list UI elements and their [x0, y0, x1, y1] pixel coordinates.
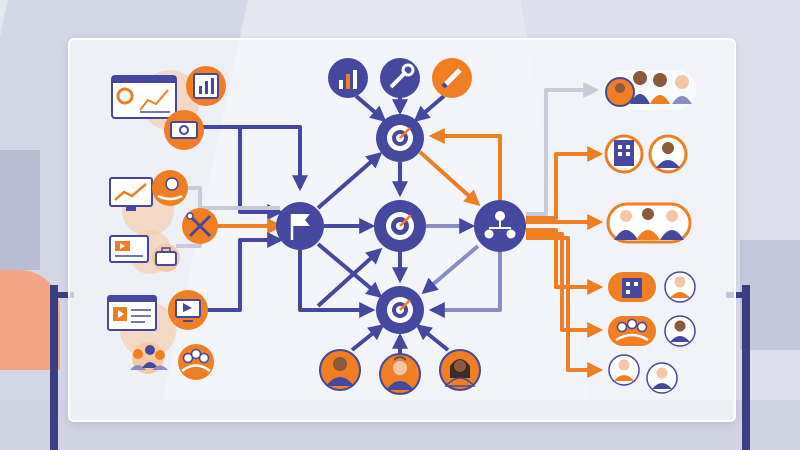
- bar-chart-icon: [186, 66, 226, 106]
- tools-icon: [182, 208, 218, 244]
- connector: [354, 94, 387, 123]
- monitor-icon: [168, 290, 208, 330]
- board-crossbar-right: [726, 292, 750, 298]
- connector: [526, 82, 600, 216]
- network-icon: [474, 200, 526, 252]
- connector: [428, 252, 502, 318]
- connector: [200, 125, 308, 192]
- person-icon: [319, 349, 361, 391]
- web-page-icon: [107, 295, 176, 358]
- connector: [413, 94, 446, 123]
- wrench-icon: [380, 58, 420, 98]
- board-leg-right: [742, 285, 750, 450]
- money-hand-icon: [152, 170, 188, 206]
- target-icon: [376, 114, 424, 162]
- background-desk: [740, 240, 800, 350]
- person-icon: [646, 362, 678, 394]
- person-icon: [664, 271, 696, 303]
- connector: [205, 232, 284, 312]
- pencil-icon: [432, 58, 472, 98]
- connector: [298, 250, 376, 318]
- person-icon: [664, 315, 696, 347]
- board-leg-left: [50, 285, 58, 450]
- flag-icon: [276, 202, 324, 250]
- bar-chart-icon: [328, 58, 368, 98]
- person-icon: [439, 349, 481, 391]
- connector: [415, 324, 450, 352]
- connector: [526, 236, 604, 378]
- connector: [200, 125, 284, 220]
- connector: [526, 228, 604, 295]
- group-icon: [178, 344, 214, 380]
- board-crossbar-left: [50, 292, 74, 298]
- connector: [176, 186, 280, 210]
- target-icon: [374, 200, 426, 252]
- connector: [418, 150, 481, 207]
- team-icon: [604, 70, 696, 110]
- connector: [428, 128, 502, 200]
- building-icon: [608, 272, 656, 302]
- connector: [350, 324, 385, 352]
- connector: [316, 247, 383, 308]
- building-icon: [604, 134, 644, 174]
- team-icon: [608, 316, 656, 346]
- connector: [316, 151, 383, 210]
- person-icon: [608, 354, 640, 386]
- money-icon: [164, 110, 204, 150]
- connector: [421, 244, 480, 295]
- briefcase-icon: [152, 244, 180, 272]
- background-shape: [0, 150, 40, 270]
- team-icon: [130, 342, 168, 374]
- target-icon: [376, 286, 424, 334]
- connector: [526, 232, 604, 338]
- pair-icon: [606, 202, 692, 244]
- connector: [316, 242, 383, 299]
- connector: [526, 146, 604, 220]
- connectors: [176, 82, 604, 378]
- person-icon: [379, 353, 421, 395]
- person-icon: [648, 134, 688, 174]
